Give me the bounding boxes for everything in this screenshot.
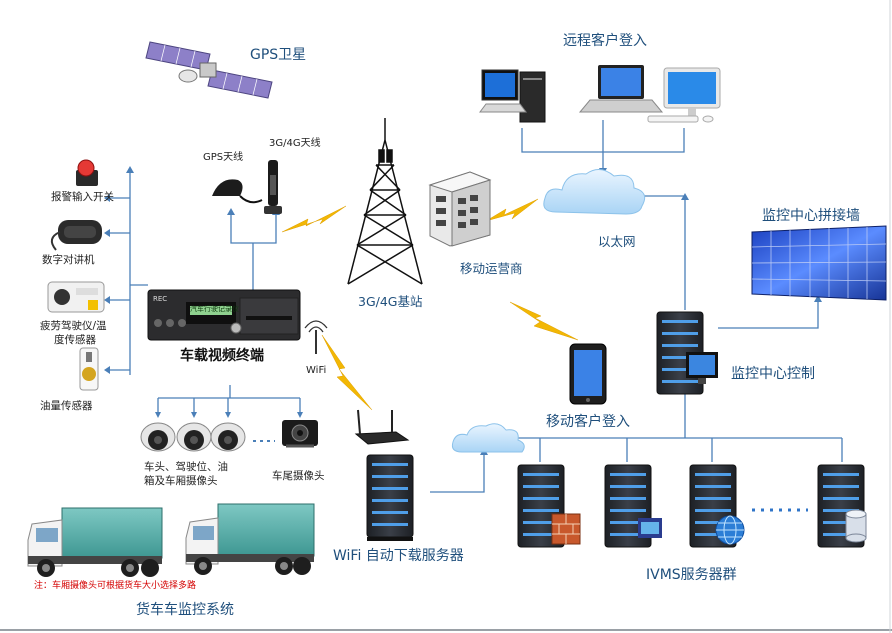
rear-camera-icon <box>282 420 318 448</box>
label-fatigue-line2: 度传感器 <box>54 334 96 346</box>
label-note: 注：车厢摄像头可根据货车大小选择多路 <box>34 581 197 591</box>
fatigue-device-icon <box>47 281 105 313</box>
imac-icon <box>647 67 721 123</box>
wifi-antenna-icon <box>304 320 328 354</box>
gps-antenna-icon <box>212 179 263 204</box>
cloud-icon <box>451 423 525 453</box>
label-3g4g-antenna: 3G/4G天线 <box>269 138 321 149</box>
label-fatigue-line1: 疲劳驾驶仪/温 <box>40 320 107 332</box>
label-carrier: 移动运营商 <box>460 261 523 276</box>
lightning-icon <box>485 198 539 222</box>
label-rear-cam: 车尾摄像头 <box>272 470 325 482</box>
globe-icon <box>715 515 745 545</box>
alarm-button-icon <box>76 159 98 186</box>
wifi-router-icon <box>354 409 410 445</box>
label-fuel-sensor: 油量传感器 <box>40 400 93 412</box>
server-icon <box>366 454 414 541</box>
lightning-icon <box>321 334 373 411</box>
laptop-icon <box>578 65 664 113</box>
dome-camera-icon <box>176 422 212 452</box>
fuel-sensor-icon <box>79 347 99 391</box>
dvr-brand-text: REC <box>153 295 168 303</box>
label-ivms: IVMS服务器群 <box>646 567 737 583</box>
database-icon <box>845 509 867 543</box>
connection-lines <box>108 120 843 493</box>
label-wifi: WiFi <box>306 365 327 376</box>
smartphone-icon <box>569 343 607 405</box>
label-mobile-login: 移动客户登入 <box>546 414 630 430</box>
lightning-icons <box>281 198 579 411</box>
film-icon <box>638 518 662 538</box>
firewall-icon <box>551 513 581 545</box>
label-video-wall: 监控中心拼接墙 <box>762 208 860 224</box>
desktop-icon <box>479 69 546 123</box>
dome-camera-icon <box>140 422 176 452</box>
dvr-icon <box>147 289 301 341</box>
label-system-title: 货车车监控系统 <box>136 602 234 618</box>
truck-icon <box>27 507 163 577</box>
lightning-icon <box>509 301 579 341</box>
building-icon <box>428 171 492 247</box>
label-cabin-cam-line1: 车头、驾驶位、油 <box>144 461 228 473</box>
desktop-icon <box>686 352 718 384</box>
cloud-icon <box>543 169 646 215</box>
label-gps-antenna: GPS天线 <box>203 152 244 163</box>
label-ethernet: 以太网 <box>598 234 636 249</box>
lightning-icon <box>281 205 347 233</box>
truck-icon <box>185 503 315 575</box>
satellite-icon <box>145 41 273 99</box>
dome-camera-icon <box>210 422 246 452</box>
label-alarm-switch: 报警输入开关 <box>51 191 114 203</box>
video-wall-icon <box>751 225 887 301</box>
label-wifi-server: WiFi 自动下载服务器 <box>333 548 464 564</box>
label-walkie-talkie: 数字对讲机 <box>42 254 95 266</box>
label-gps-satellite: GPS卫星 <box>250 47 307 63</box>
label-terminal: 车载视频终端 <box>180 348 264 364</box>
lte-antenna-icon <box>264 160 282 214</box>
label-base-station: 3G/4G基站 <box>358 294 423 309</box>
label-remote-login: 远程客户登入 <box>563 33 647 49</box>
label-cabin-cam-line2: 箱及车厢摄像头 <box>144 475 218 487</box>
tower-icon <box>347 118 423 285</box>
label-control: 监控中心控制 <box>731 366 815 382</box>
dvr-display-text: 汽车行驶记录仪 <box>190 305 239 313</box>
arrowheads <box>104 166 822 455</box>
walkie-talkie-icon <box>50 220 102 251</box>
